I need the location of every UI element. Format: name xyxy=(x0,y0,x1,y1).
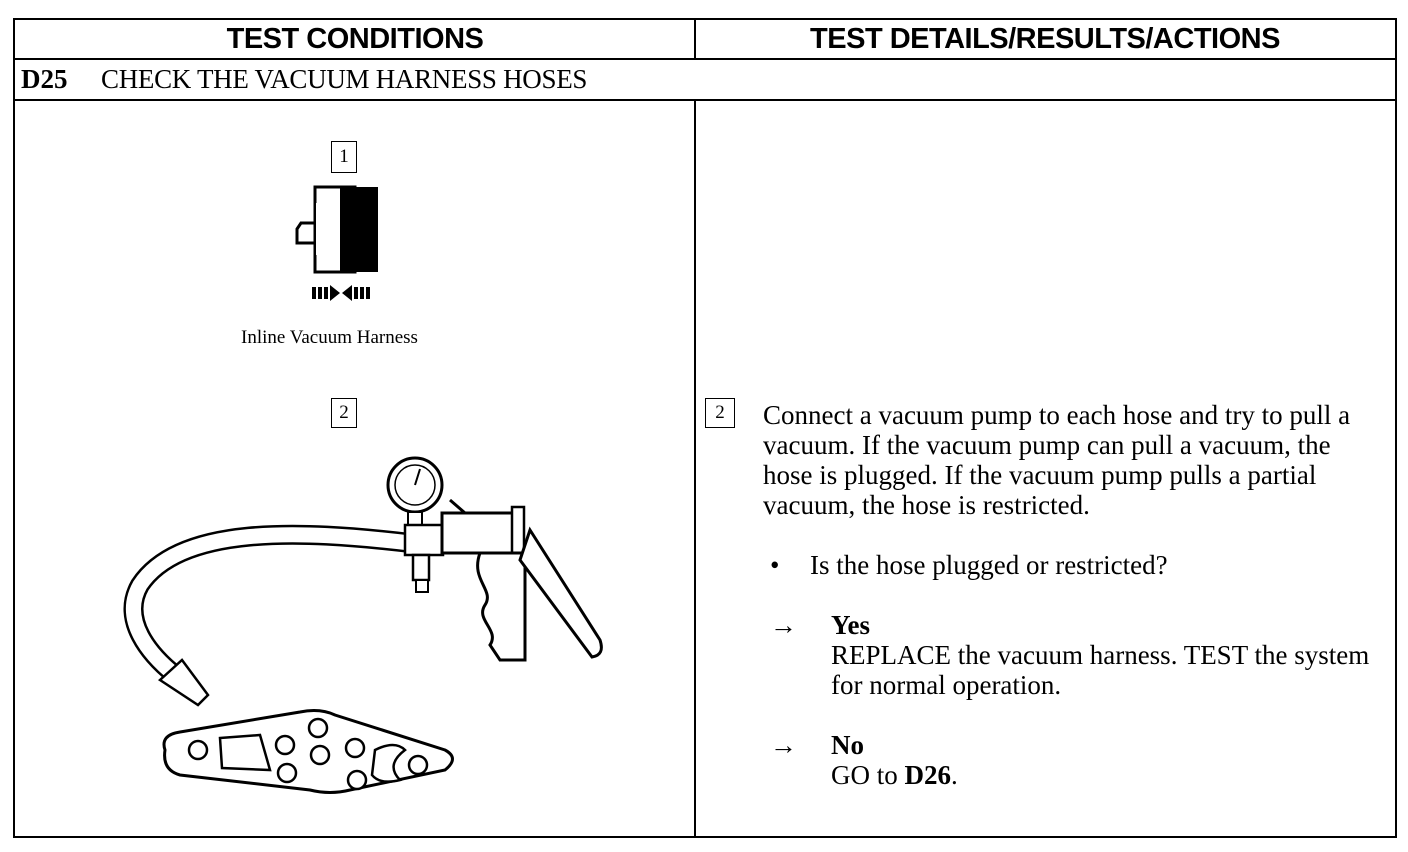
answer-yes: Yes REPLACE the vacuum harness. TEST the… xyxy=(831,610,1371,700)
header-test-details: TEST DETAILS/RESULTS/ACTIONS xyxy=(810,22,1280,55)
step-code: D25 xyxy=(21,64,68,94)
details-step-number: 2 xyxy=(705,398,735,428)
diagnostic-table: TEST CONDITIONS TEST DETAILS/RESULTS/ACT… xyxy=(13,18,1397,838)
vacuum-harness-connector-icon xyxy=(295,185,378,301)
answer-no: No GO to D26. xyxy=(831,730,958,790)
answer-yes-label: Yes xyxy=(831,610,870,640)
figure-1-caption: Inline Vacuum Harness xyxy=(241,327,418,348)
right-arrow-icon: → xyxy=(770,730,797,760)
vacuum-pump-icon xyxy=(123,456,603,707)
hose-manifold-icon xyxy=(162,709,454,794)
answer-no-action-prefix: GO to xyxy=(831,760,905,790)
answer-yes-action: REPLACE the vacuum harness. TEST the sys… xyxy=(831,640,1370,700)
row-divider-2 xyxy=(15,99,1395,101)
header-test-conditions: TEST CONDITIONS xyxy=(226,22,484,55)
row-divider-1 xyxy=(15,58,1395,60)
figure-1-number: 1 xyxy=(331,141,357,173)
right-arrow-icon: → xyxy=(770,610,797,640)
bullet-marker: • xyxy=(770,550,780,580)
goto-step-link: D26 xyxy=(904,760,952,790)
answer-no-action-suffix: . xyxy=(951,760,958,790)
question-text: Is the hose plugged or restricted? xyxy=(810,550,1168,580)
answer-no-action: GO to D26. xyxy=(831,760,958,790)
answer-no-label: No xyxy=(831,730,864,760)
step-title-row: D25 CHECK THE VACUUM HARNESS HOSES xyxy=(15,60,1395,99)
step-title: CHECK THE VACUUM HARNESS HOSES xyxy=(101,64,588,94)
figure-2-number: 2 xyxy=(331,398,357,428)
column-divider-top xyxy=(694,20,696,58)
column-divider-body xyxy=(694,100,696,836)
instruction-text: Connect a vacuum pump to each hose and t… xyxy=(763,400,1351,520)
